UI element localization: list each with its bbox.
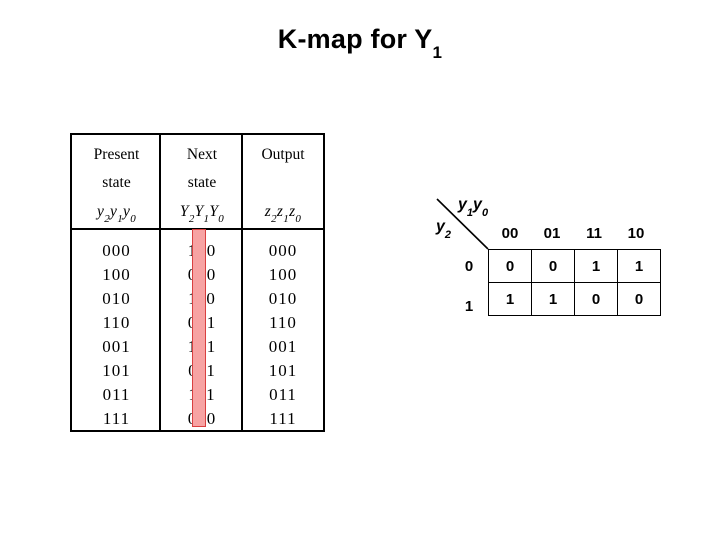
kmap-cell-r0-c0[interactable]: 0 [488,249,532,283]
table-cell: 011 [102,385,131,404]
kmap-column-axis-label: y1y0 [458,196,489,220]
axis-var-base: y [473,196,482,213]
axis-var-sub: 0 [481,207,489,220]
var-sub: 1 [203,213,210,226]
var-sub: 0 [295,213,302,226]
var-base: z [289,203,296,220]
kmap-cell-r1-c0[interactable]: 1 [488,282,532,316]
kmap-row: 1 1 0 0 [488,282,661,316]
table-cell: 000 [102,241,131,260]
axis-var-sub: 2 [444,229,452,242]
kmap-row-header-0: 0 [464,258,474,275]
kmap-cell-r1-c2[interactable]: 0 [574,282,618,316]
kmap-col-header-01: 01 [543,225,561,242]
y1-column-highlight [192,229,206,427]
column-header-variables: z2z1z0 [243,203,323,226]
page-title-text: K-map for Y [277,24,433,54]
var-base: Y [209,203,219,220]
page-title-subscript: 1 [432,43,443,63]
column-cells: 000 100 010 110 001 101 011 111 [243,230,323,431]
var-sub: 1 [117,213,123,226]
table-cell: 011 [269,385,297,404]
table-column-divider-2 [241,135,243,430]
state-transition-table: Present state y2y1y0 000 100 010 110 001… [70,133,325,432]
column-cells: 000 100 010 110 001 101 011 111 [72,230,161,431]
var-base: y [97,203,105,220]
karnaugh-map: y1y0 y2 00 01 11 10 0 1 0 0 1 1 1 1 0 0 [432,196,672,346]
table-cell: 110 [269,313,297,332]
var-sub: 1 [283,213,290,226]
kmap-cell-r0-c1[interactable]: 0 [531,249,575,283]
var-base: z [276,203,284,220]
table-cell: 001 [102,337,131,356]
kmap-col-header-11: 11 [586,225,602,242]
kmap-row-header-1: 1 [464,298,474,315]
var-base: Y [179,203,189,220]
var-sub: 2 [271,213,277,226]
table-cell: 111 [102,409,131,428]
kmap-cell-r1-c3[interactable]: 0 [617,282,661,316]
table-cell: 101 [102,361,131,380]
axis-var-base: y [458,196,467,213]
column-header-variables: Y2Y1Y0 [161,203,243,226]
kmap-row: 0 0 1 1 [488,249,661,283]
var-base: y [123,203,131,220]
kmap-col-header-00: 00 [501,225,519,242]
column-header-line2: state [102,174,131,191]
column-header-line2: state [187,174,217,191]
column-header-line1: Output [261,146,305,163]
var-sub: 2 [188,213,195,226]
table-cell: 100 [102,265,131,284]
page-title: K-map for Y1 [0,24,720,63]
var-sub: 0 [130,213,136,226]
table-cell: 101 [268,361,298,380]
table-cell: 000 [268,241,298,260]
table-cell: 010 [268,289,298,308]
table-cell: 001 [268,337,298,356]
kmap-col-header-10: 10 [627,225,645,242]
var-base: Y [194,203,204,220]
table-cell: 110 [102,313,131,332]
kmap-row-axis-label: y2 [436,218,452,242]
kmap-grid: 0 0 1 1 1 1 0 0 [488,249,661,316]
axis-var-sub: 1 [466,207,474,220]
column-header-line1: Next [186,146,218,163]
kmap-cell-r1-c1[interactable]: 1 [531,282,575,316]
var-base: y [110,203,118,220]
kmap-cell-r0-c3[interactable]: 1 [617,249,661,283]
column-header-line1: Present [93,146,140,163]
table-cell: 010 [102,289,131,308]
var-base: z [264,203,272,220]
var-sub: 2 [104,213,110,226]
table-column-divider-1 [159,135,161,430]
kmap-axis-diagonal-icon [436,198,489,250]
kmap-cell-r0-c2[interactable]: 1 [574,249,618,283]
table-cell: 111 [269,409,297,428]
axis-var-base: y [436,218,445,235]
column-header-variables: y2y1y0 [72,203,161,226]
table-cell: 100 [268,265,298,284]
var-sub: 0 [218,213,225,226]
